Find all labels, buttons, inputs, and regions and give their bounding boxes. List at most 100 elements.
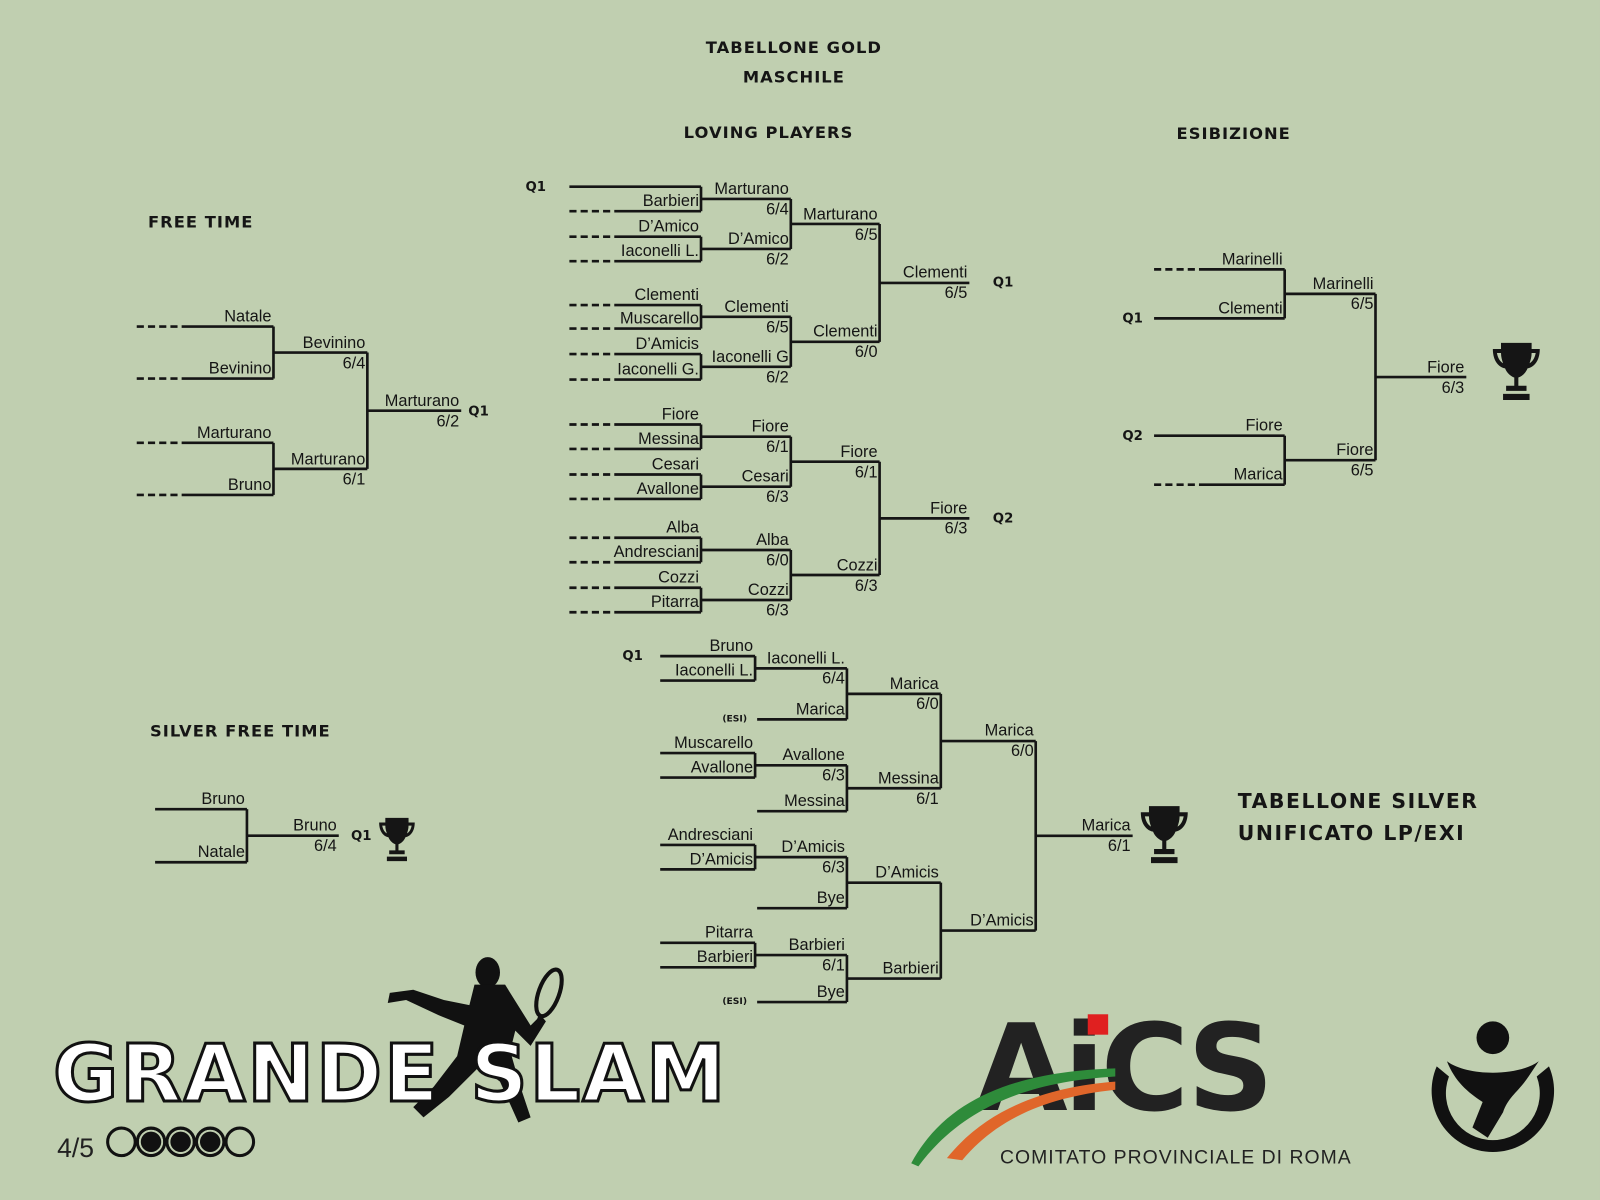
entrant-name: Bye <box>816 889 845 908</box>
match-score: 6/5 <box>1350 295 1374 314</box>
entrant-name: D’Amicis <box>635 335 699 354</box>
match-score: 6/5 <box>944 284 968 303</box>
winner-name: D’Amicis <box>875 864 939 882</box>
champion-name: Marica <box>1081 817 1131 835</box>
esibizione-title: ESIBIZIONE <box>1176 123 1291 143</box>
match-score: 6/4 <box>822 670 845 688</box>
entrant-name: Cozzi <box>658 569 699 587</box>
winner-name: Fiore <box>930 499 968 518</box>
match-score: 6/3 <box>854 577 878 595</box>
match-score: 6/3 <box>766 602 789 620</box>
winner-name: Marica <box>984 722 1034 741</box>
match-score: 6/5 <box>1350 462 1374 480</box>
entrant-name: Clementi <box>634 286 699 305</box>
winner-name: Clementi <box>813 323 878 341</box>
winner-name: D’Amico <box>727 230 789 248</box>
entrant-name: Avallone <box>636 480 699 498</box>
entrant-name: Natale <box>197 843 245 862</box>
match-score: 6/1 <box>822 957 845 975</box>
match-score: 6/1 <box>342 470 366 489</box>
silver-unified-title-line2: UNIFICATO LP/EXI <box>1237 820 1466 845</box>
match-score: 6/0 <box>1010 743 1034 761</box>
aics-subtitle: COMITATO PROVINCIALE DI ROMA <box>999 1146 1352 1169</box>
entrant-name: Marica <box>1233 466 1283 484</box>
entrant-name: Bruno <box>227 476 272 494</box>
entrant-name: Muscarello <box>674 734 754 753</box>
match-score: 6/3 <box>1441 379 1465 397</box>
qualifier-label: Q1 <box>992 275 1014 292</box>
entrant-name: Iaconelli L. <box>620 242 699 261</box>
winner-name: Messina <box>877 769 939 788</box>
entrant-name: Iaconelli L. <box>674 662 754 680</box>
entrant-name: Barbieri <box>696 948 754 967</box>
winner-name: Marturano <box>384 392 460 410</box>
stage-progress-dots <box>106 1126 256 1158</box>
free-time-title: FREE TIME <box>147 212 254 232</box>
entrant-name: Avallone <box>690 759 754 777</box>
winner-name: Avallone <box>782 746 845 765</box>
stage-dot <box>224 1126 256 1158</box>
entrant-name: Marinelli <box>1221 251 1283 269</box>
match-score: 6/5 <box>854 226 878 244</box>
stage-dot <box>194 1126 226 1158</box>
match-score: 6/0 <box>916 695 939 714</box>
winner-name: Fiore <box>1427 358 1465 377</box>
entrant-name: Cesari <box>651 456 699 474</box>
winner-name: Cozzi <box>836 556 878 574</box>
match-score: 6/2 <box>436 412 460 431</box>
entrant-name: Messina <box>638 430 699 448</box>
entrant-name: Clementi <box>1218 299 1283 318</box>
winner-name: Iaconelli L. <box>766 649 845 668</box>
winner-name: Cesari <box>741 468 789 486</box>
entrant-name: Natale <box>224 308 272 326</box>
entrant-name: Bruno <box>201 790 245 809</box>
winner-name: D’Amicis <box>781 838 845 857</box>
aics-logo-red-square <box>1087 1014 1109 1035</box>
entrant-name: Marturano <box>197 424 272 442</box>
winner-name: Marturano <box>714 180 789 198</box>
match-score: 6/1 <box>766 438 789 457</box>
esi-label: (ESI) <box>722 996 748 1008</box>
stage-dot <box>135 1126 167 1158</box>
winner-name: Barbieri <box>788 936 845 955</box>
winner-name: Fiore <box>751 418 789 436</box>
seed-label: Q2 <box>1122 428 1143 444</box>
match-score: 6/3 <box>766 488 789 507</box>
winner-name: Barbieri <box>882 960 939 978</box>
winner-name: Fiore <box>840 443 878 461</box>
main-title: TABELLONE GOLD MASCHILE <box>673 33 914 92</box>
entrant-name: Fiore <box>661 406 699 424</box>
seed-label: Q1 <box>622 648 643 665</box>
winner-name: Marturano <box>290 450 366 468</box>
final-score: 6/1 <box>1107 837 1131 856</box>
entrant-name: Marica <box>795 701 845 719</box>
qualifier-label: Q2 <box>992 511 1014 527</box>
winner-name: D’Amicis <box>970 912 1034 930</box>
grande-slam-logo: GRANDE SLAM <box>52 1027 728 1122</box>
winner-name: Iaconelli G <box>711 348 789 366</box>
stage-counter: 4/5 <box>57 1132 95 1164</box>
winner-name: Fiore <box>1336 441 1374 460</box>
winner-name: Marturano <box>803 205 878 223</box>
entrant-name: Iaconelli G. <box>617 361 699 379</box>
entrant-name: Messina <box>784 792 845 811</box>
winner-name: Marinelli <box>1312 275 1374 293</box>
match-score: 6/0 <box>854 343 878 362</box>
match-score: 6/3 <box>822 859 845 877</box>
trophy-icon <box>1140 806 1188 864</box>
match-score: 6/1 <box>916 790 939 808</box>
qualifier-label: Q1 <box>468 403 489 419</box>
trophy-icon <box>1492 342 1540 400</box>
match-score: 6/3 <box>822 767 845 785</box>
match-score: 6/2 <box>766 368 789 387</box>
entrant-name: Muscarello <box>620 310 699 328</box>
qualifier-label: Q1 <box>350 828 372 844</box>
match-score: 6/1 <box>854 463 878 482</box>
loving-players-title: LOVING PLAYERS <box>683 122 854 142</box>
entrant-name: Bye <box>816 983 845 1002</box>
match-score: 6/4 <box>766 201 789 219</box>
winner-name: Bruno <box>293 817 337 835</box>
winner-name: Clementi <box>902 264 968 282</box>
